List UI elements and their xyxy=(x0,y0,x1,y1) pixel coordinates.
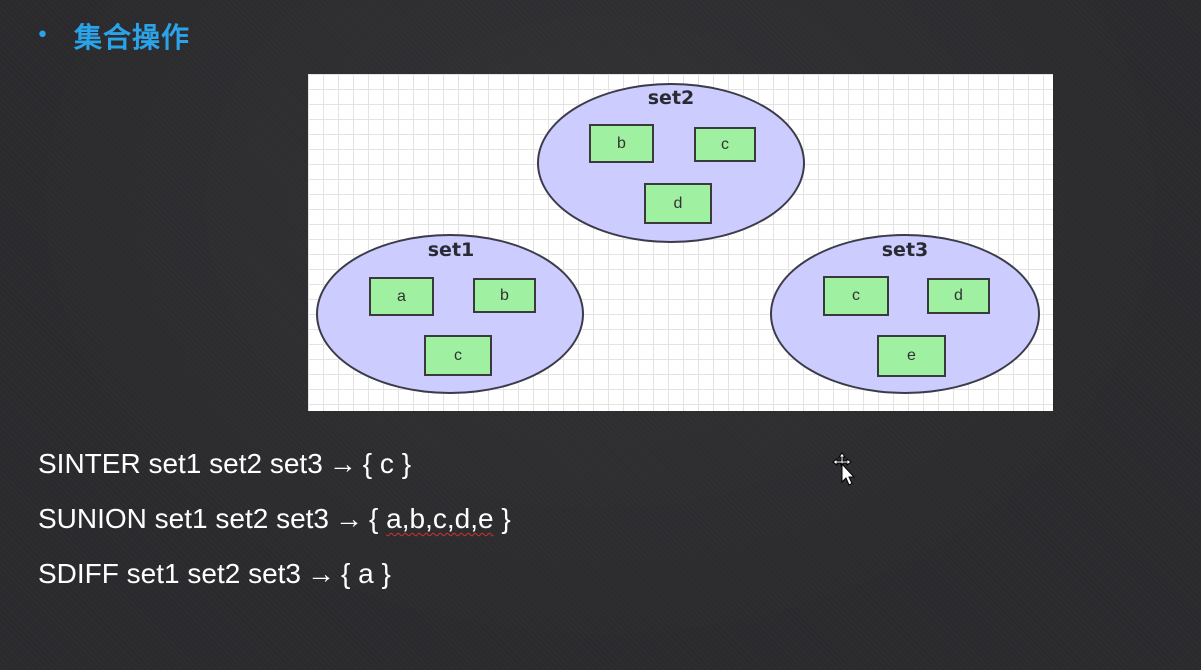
set2-label: set2 xyxy=(647,87,695,109)
bullet-icon: • xyxy=(36,23,49,48)
set3-element-d: d xyxy=(927,278,990,314)
sinter-command-line: SINTER set1 set2 set3→{ c } xyxy=(38,448,411,480)
sinter-result: { c } xyxy=(362,448,412,479)
set-diagram: set2 b c d set1 a b c set3 c d e xyxy=(308,74,1053,411)
set2-element-c: c xyxy=(694,127,756,162)
set2-element-d: d xyxy=(644,183,712,224)
set3-element-e: e xyxy=(877,335,946,377)
set1-element-b: b xyxy=(473,278,536,313)
set1-element-a: a xyxy=(369,277,434,316)
set3-element-c: c xyxy=(823,276,889,316)
slide-title: 集合操作 xyxy=(74,21,191,54)
set3-label: set3 xyxy=(881,239,929,261)
set1-element-c: c xyxy=(424,335,492,376)
sdiff-command-line: SDIFF set1 set2 set3→{ a } xyxy=(38,558,391,590)
sinter-command: SINTER set1 set2 set3 xyxy=(38,448,323,479)
set1-label: set1 xyxy=(427,239,475,261)
move-cursor-icon xyxy=(832,452,856,486)
sunion-result-close: } xyxy=(493,503,511,534)
sunion-command: SUNION set1 set2 set3 xyxy=(38,503,330,534)
right-arrow-icon: → xyxy=(335,503,364,534)
sunion-result-values: a,b,c,d,e xyxy=(386,503,494,534)
sunion-command-line: SUNION set1 set2 set3→{ a,b,c,d,e } xyxy=(38,503,511,535)
sdiff-result: { a } xyxy=(341,558,391,589)
right-arrow-icon: → xyxy=(307,558,335,589)
set3-ellipse xyxy=(770,234,1040,394)
sunion-result-open: { xyxy=(369,503,387,534)
slide-title-row: • 集合操作 xyxy=(36,16,190,56)
right-arrow-icon: → xyxy=(328,448,357,479)
sdiff-command: SDIFF set1 set2 set3 xyxy=(38,558,301,589)
set2-element-b: b xyxy=(589,124,654,163)
